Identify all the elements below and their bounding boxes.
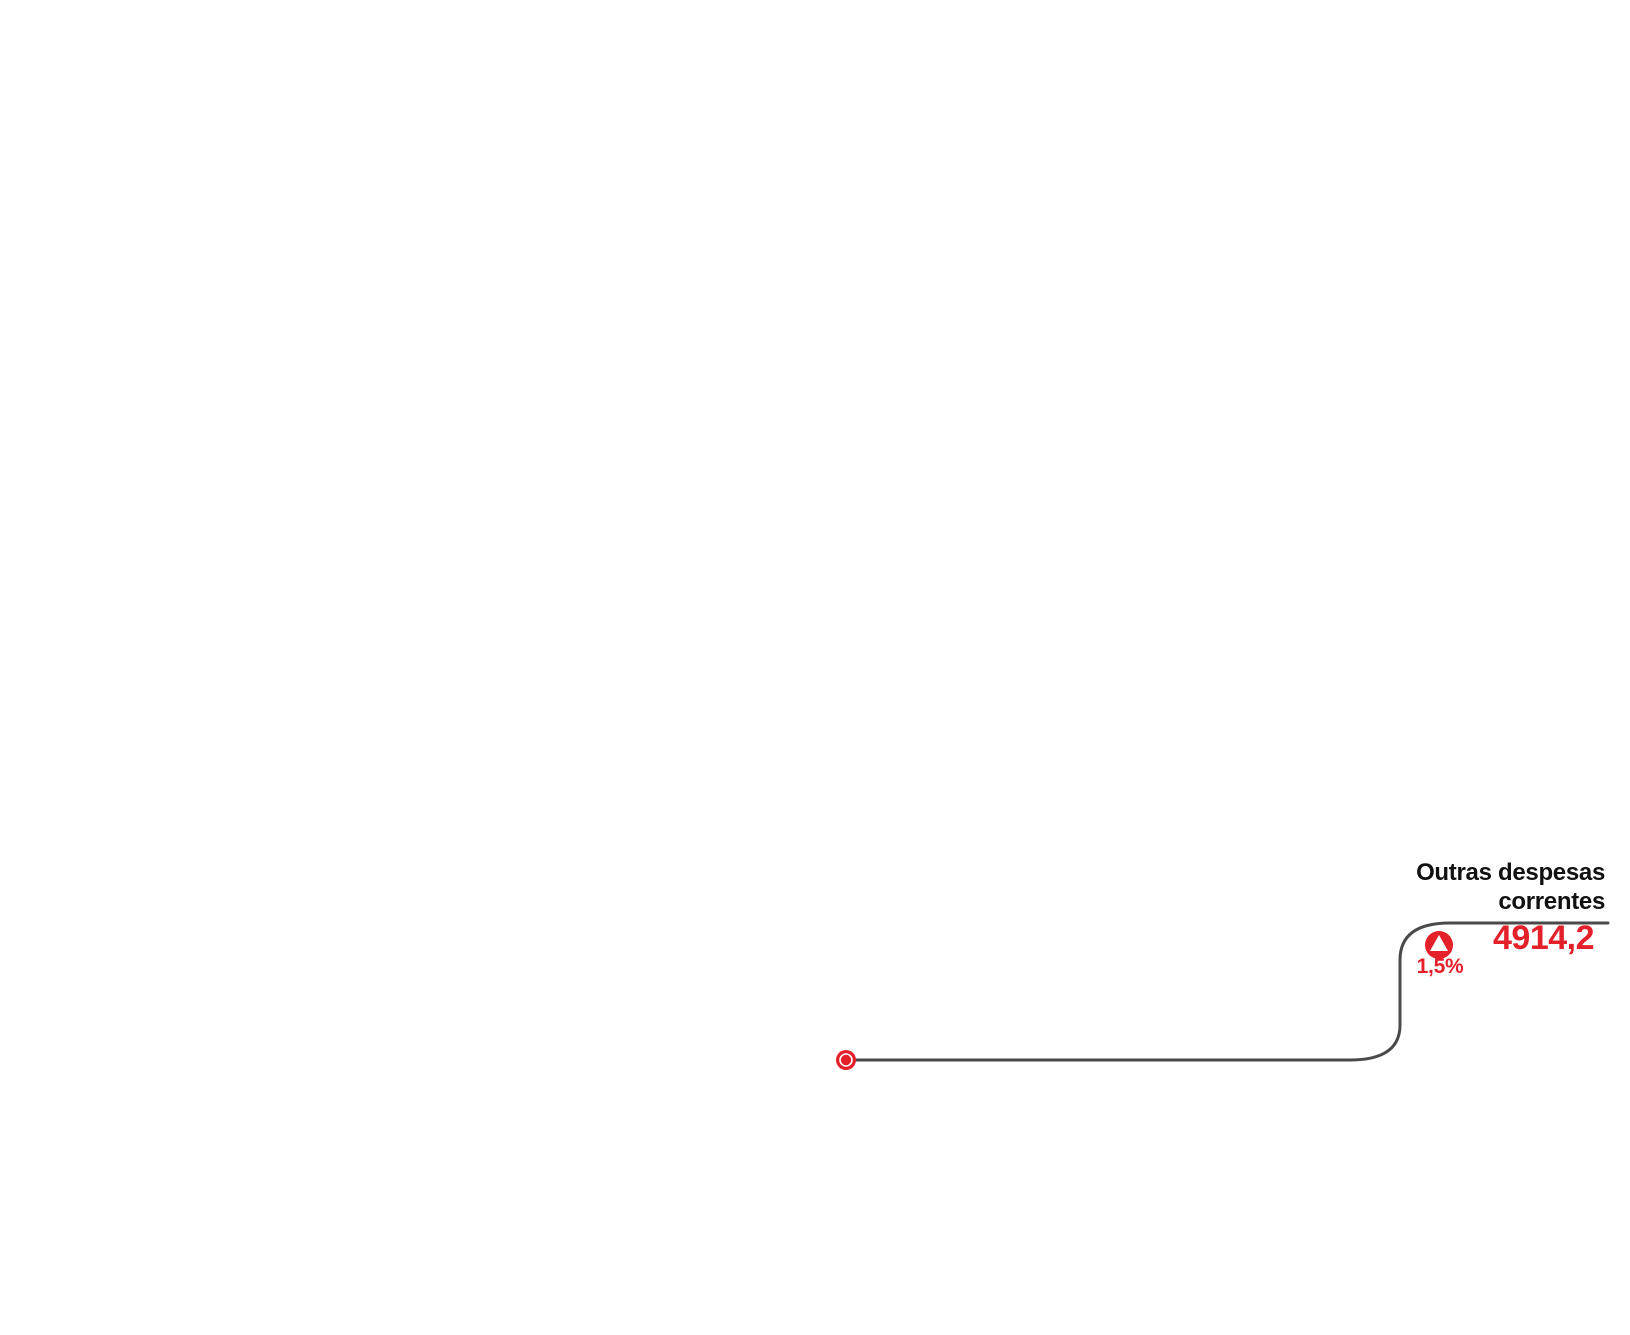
category-label-line-2: correntes [1498, 888, 1605, 915]
connector-line [844, 921, 1610, 1062]
up-triangle-icon [1425, 931, 1453, 959]
origin-marker [836, 1050, 856, 1070]
category-value: 4914,2 [1493, 919, 1595, 957]
category-label-line-1: Outras despesas [1416, 859, 1605, 886]
category-label: Outras despesas correntes [1305, 858, 1605, 916]
change-percentage: 1,5% [1416, 955, 1464, 978]
